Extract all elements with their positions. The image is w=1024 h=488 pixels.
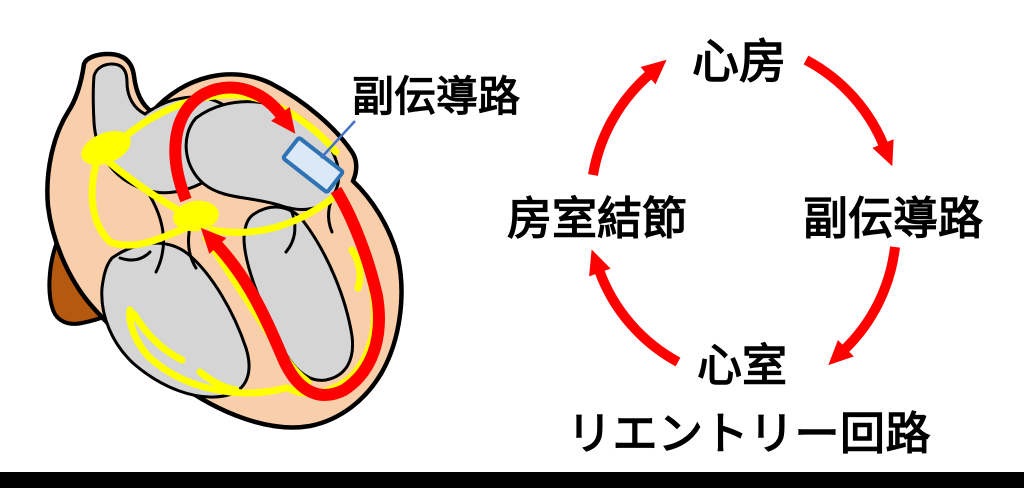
reentry-atrial-arc — [169, 81, 296, 203]
arrow-avnode-to-atrium — [588, 59, 667, 176]
accessory-pathway-marker — [281, 136, 345, 194]
circuit-node-av-node: 房室結節 — [507, 193, 688, 244]
right-wall-twig — [348, 246, 364, 292]
heart-accessory-label: 副伝導路 — [352, 73, 521, 120]
heart-reentry-path — [169, 81, 385, 401]
circuit-node-atrium: 心房 — [692, 35, 786, 88]
chamber-right-ventricle — [242, 205, 355, 382]
av-groove-branch — [208, 188, 344, 236]
circuit-caption: リエントリー回路 — [567, 408, 932, 459]
reentry-circuit-arrows — [588, 55, 900, 367]
arrow-accessory-to-ventricle — [828, 246, 900, 366]
purkinje-twig-1 — [130, 310, 186, 364]
av-node — [173, 200, 219, 232]
purkinje-twig-2 — [196, 368, 240, 394]
arrow-ventricle-to-avnode — [589, 249, 681, 367]
bottom-black-bar — [0, 472, 1024, 488]
heart-illustration — [45, 51, 404, 430]
reentry-ventricular-loop — [200, 186, 385, 401]
circuit-node-accessory-pathway: 副伝導路 — [803, 193, 984, 244]
arrow-atrium-to-accessory — [803, 55, 894, 167]
sa-node — [81, 131, 131, 165]
lower-atrial-branch — [88, 160, 194, 249]
circuit-node-ventricle: 心室 — [697, 340, 788, 391]
purkinje-left — [126, 306, 290, 397]
chamber-left-ventricle — [100, 241, 251, 399]
accessory-pointer-line — [320, 120, 356, 159]
